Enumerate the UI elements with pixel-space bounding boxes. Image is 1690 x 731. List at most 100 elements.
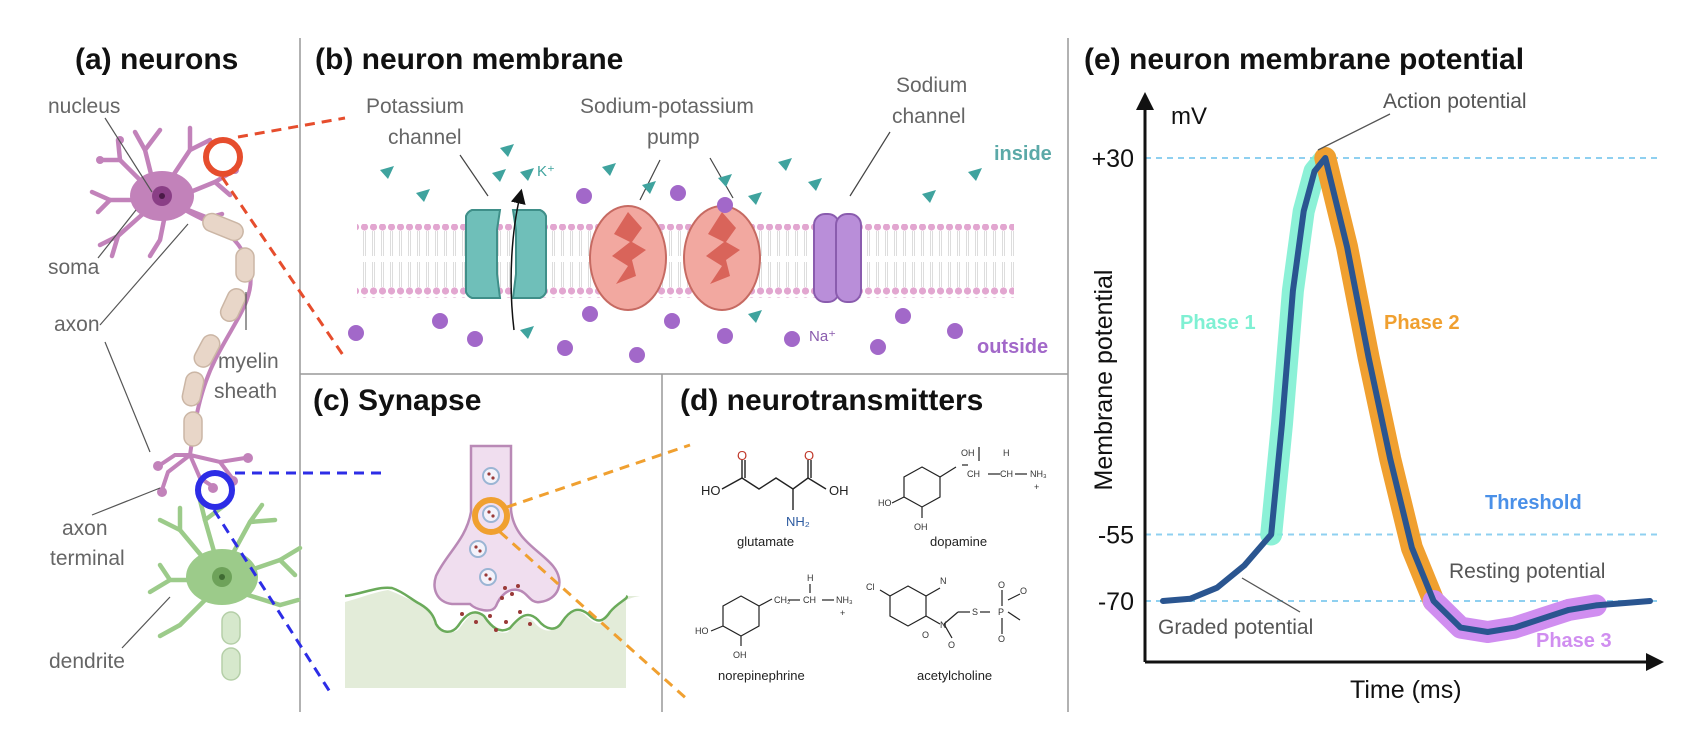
myelin-label-line1: myelin	[218, 350, 279, 373]
dopamine-label: dopamine	[930, 534, 987, 549]
pump-label-line1: Sodium-potassium	[580, 95, 754, 118]
potassium-channel-label-line1: Potassium	[366, 95, 464, 118]
svg-text:NH₂: NH₂	[786, 514, 810, 529]
vesicle-zoom-line-top	[506, 443, 691, 509]
svg-text:CH: CH	[967, 469, 980, 479]
sodium-channel-label-line1: Sodium	[896, 74, 967, 97]
k-ion-label: K⁺	[537, 163, 555, 180]
svg-text:H: H	[807, 573, 814, 583]
svg-text:O: O	[1020, 586, 1027, 596]
dopamine-structure: OH CH H CH NH₃ + HO OH dopamine	[878, 447, 1047, 549]
svg-text:H: H	[1003, 448, 1010, 458]
membrane-potential-trace	[1160, 155, 1653, 635]
panel-c: (c) Synapse	[313, 384, 691, 702]
svg-text:Cl: Cl	[866, 582, 875, 592]
sodium-channel-label-line2: channel	[892, 105, 966, 128]
action-potential-label: Action potential	[1383, 90, 1527, 113]
graded-potential-leader	[1241, 577, 1301, 613]
acetylcholine-label: acetylcholine	[917, 668, 992, 683]
panel-b-title: (b) neuron membrane	[315, 43, 623, 76]
sodium-channel	[813, 213, 862, 303]
svg-text:O: O	[804, 448, 814, 463]
svg-text:CH: CH	[1000, 469, 1013, 479]
threshold-label: Threshold	[1485, 492, 1582, 514]
svg-text:P: P	[998, 607, 1004, 617]
y-axis-arrow	[1136, 92, 1154, 110]
svg-text:NH₃: NH₃	[836, 595, 853, 605]
svg-text:+: +	[1034, 482, 1039, 492]
y-tick-label: +30	[1092, 145, 1134, 173]
action-potential-leader	[1317, 113, 1391, 151]
svg-text:O: O	[922, 630, 929, 640]
inside-label: inside	[994, 143, 1052, 165]
svg-text:O: O	[737, 448, 747, 463]
vesicle-zoom-line-bottom	[499, 530, 689, 702]
norepinephrine-structure: CH₂ H CH NH₃ + HO OH norepinephrine	[695, 573, 853, 683]
myelin-label-line2: sheath	[214, 380, 277, 403]
glutamate-label: glutamate	[737, 534, 794, 549]
svg-text:O: O	[998, 580, 1005, 590]
y-tick-label: -70	[1098, 588, 1134, 616]
nucleus-label: nucleus	[48, 95, 120, 118]
synaptic-vesicles	[469, 467, 500, 586]
phase-2-label: Phase 2	[1384, 312, 1460, 334]
svg-text:+: +	[840, 608, 845, 618]
panel-a: (a) neurons	[48, 43, 382, 693]
norepinephrine-label: norepinephrine	[718, 668, 805, 683]
y-axis-label: Membrane potential	[1090, 270, 1118, 491]
resting-potential-label: Resting potential	[1449, 560, 1605, 583]
glutamate-structure: O O HO OH NH₂ glutamate	[701, 448, 849, 549]
membrane-potential-chart: -70 -55 +30 mV Time (ms) Membrane potential Ph…	[1090, 90, 1664, 704]
panel-d: (d) neurotransmitters O O HO OH NH₂ glut…	[680, 384, 1047, 683]
x-axis-label: Time (ms)	[1350, 676, 1462, 704]
axon-terminal-label-line1: axon	[62, 517, 108, 540]
postsynaptic-membrane	[345, 590, 640, 688]
graded-potential-label: Graded potential	[1158, 616, 1313, 639]
panel-e: (e) neuron membrane potential -70-55+30m…	[1084, 43, 1664, 704]
membrane-zoom-line-bottom	[220, 176, 347, 359]
svg-text:OH: OH	[961, 448, 975, 458]
svg-text:HO: HO	[695, 626, 709, 636]
svg-text:NH₃: NH₃	[1030, 469, 1047, 479]
panel-b: (b) neuron membrane Potassium channel So…	[315, 43, 1052, 363]
svg-text:N: N	[940, 620, 947, 630]
axon-terminal-label-line2: terminal	[50, 547, 125, 570]
panel-c-title: (c) Synapse	[313, 384, 481, 417]
sodium-ions	[348, 185, 963, 363]
svg-text:CH: CH	[803, 595, 816, 605]
na-ion-label: Na⁺	[809, 328, 836, 345]
panel-a-title: (a) neurons	[75, 43, 238, 76]
svg-text:N: N	[940, 576, 947, 586]
panel-a-leaders	[91, 117, 247, 649]
svg-text:HO: HO	[701, 483, 721, 498]
svg-text:O: O	[998, 634, 1005, 644]
svg-text:OH: OH	[733, 650, 747, 660]
phase-1-label: Phase 1	[1180, 312, 1256, 334]
x-axis-arrow	[1646, 653, 1664, 671]
svg-text:S: S	[972, 607, 978, 617]
soma-label: soma	[48, 256, 100, 279]
synapse-zoom-line-bottom	[212, 509, 332, 693]
svg-text:OH: OH	[829, 483, 849, 498]
outside-label: outside	[977, 336, 1048, 358]
sodium-potassium-pump	[589, 205, 761, 311]
upper-neuron	[89, 125, 255, 497]
dendrite-label: dendrite	[49, 650, 125, 673]
y-unit-label: mV	[1171, 103, 1207, 130]
synapse-zoom-ring	[195, 470, 235, 510]
potassium-channel	[465, 188, 547, 331]
vesicle-zoom-ring	[472, 497, 510, 535]
potassium-ions	[380, 144, 982, 339]
axon-label: axon	[54, 313, 100, 336]
y-tick-label: -55	[1098, 522, 1134, 550]
membrane-zoom-line-top	[237, 116, 346, 139]
acetylcholine-structure: Cl N N O O S P O O O acetylcholine	[866, 576, 1027, 683]
panel-d-title: (d) neurotransmitters	[680, 384, 983, 417]
svg-text:OH: OH	[914, 522, 928, 532]
membrane-zoom-ring	[203, 137, 243, 177]
svg-text:O: O	[948, 640, 955, 650]
svg-text:CH₂: CH₂	[774, 595, 791, 605]
potassium-channel-label-line2: channel	[388, 126, 462, 149]
